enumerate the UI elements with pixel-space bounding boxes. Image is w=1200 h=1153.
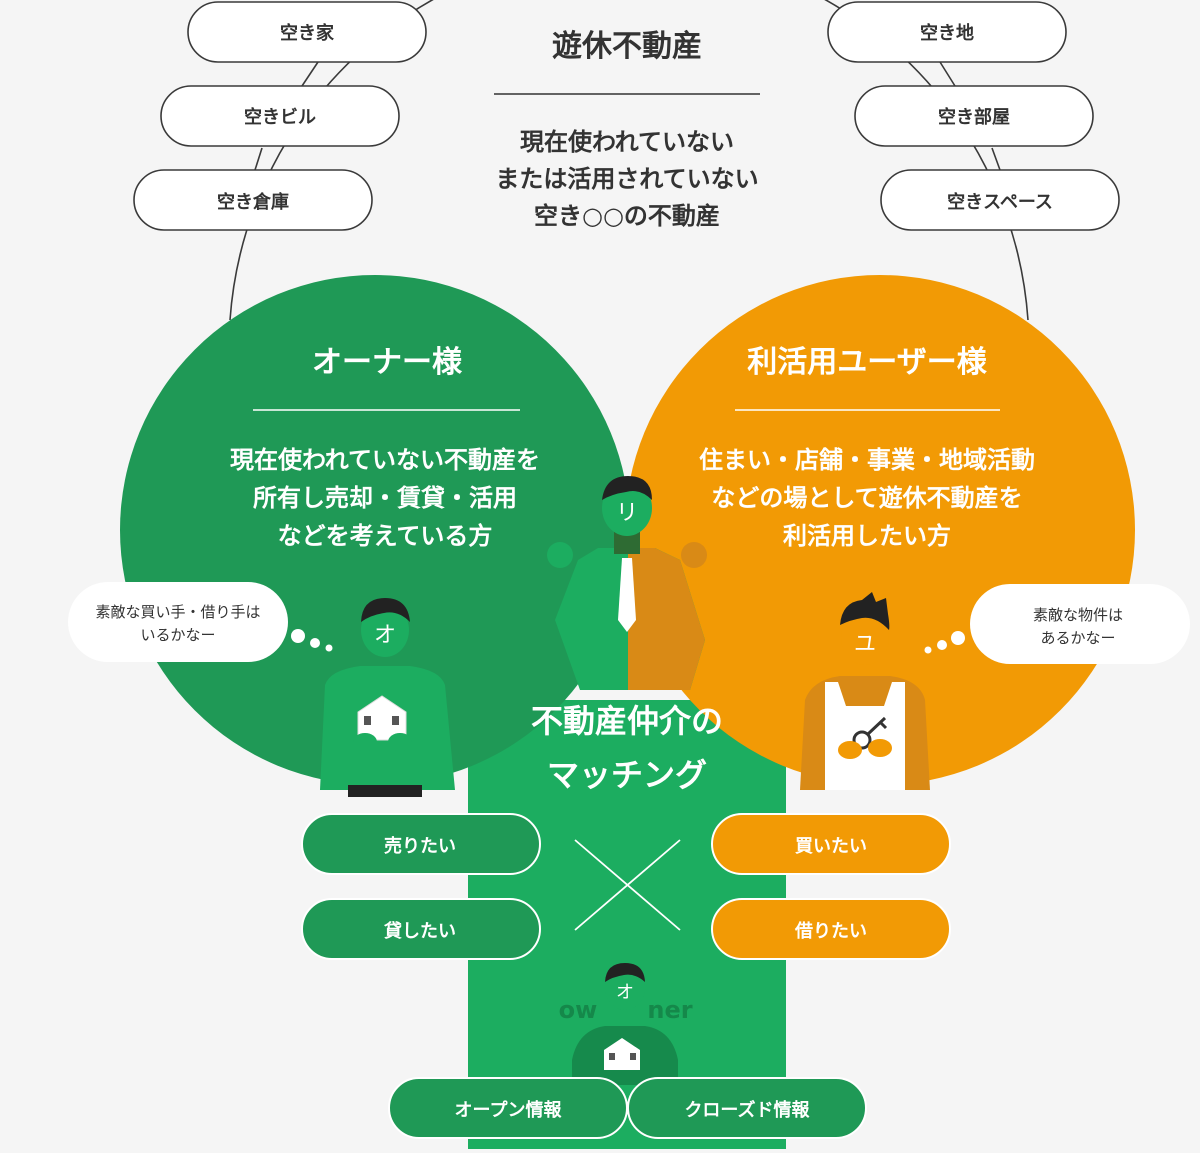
tag-label: 空き部屋 bbox=[938, 106, 1010, 128]
need-lend: 貸したい bbox=[301, 898, 541, 960]
owner-description-line: 現在使われていない不動産を bbox=[230, 446, 540, 474]
tag-akiya: 空き家 bbox=[187, 1, 427, 63]
closed-info-label: クローズド情報 bbox=[684, 1099, 810, 1121]
owner-face bbox=[361, 603, 409, 657]
need-label: 借りたい bbox=[794, 920, 867, 942]
tag-akispace: 空きスペース bbox=[880, 169, 1120, 231]
key-icon bbox=[852, 730, 872, 750]
header-description-line: 空き○○の不動産 bbox=[534, 202, 720, 230]
user-face bbox=[841, 611, 889, 665]
owner-description-line: などを考えている方 bbox=[278, 522, 493, 550]
tag-label: 空きビル bbox=[244, 106, 316, 128]
user-description-line: 住まい・店舗・事業・地域活動 bbox=[699, 446, 1035, 474]
open-info-button[interactable]: オープン情報 bbox=[388, 1077, 628, 1139]
need-label: 貸したい bbox=[384, 920, 456, 942]
logo-text-right: ner bbox=[647, 996, 692, 1024]
owner-title: オーナー様 bbox=[312, 345, 463, 380]
logo-text-left: ow bbox=[559, 996, 598, 1024]
user-thought-bubble: 素敵な物件は あるかなー bbox=[924, 584, 1190, 664]
owner-face-char: オ bbox=[374, 623, 396, 648]
user-description-line: 利活用したい方 bbox=[783, 522, 951, 550]
need-rent: 借りたい bbox=[711, 898, 951, 960]
open-info-label: オープン情報 bbox=[455, 1099, 563, 1121]
matching-title-line: マッチング bbox=[547, 756, 707, 794]
need-label: 売りたい bbox=[384, 835, 456, 857]
header-description-line: 現在使われていない bbox=[520, 128, 734, 156]
house-icon bbox=[604, 1038, 640, 1070]
tie-icon bbox=[618, 558, 636, 632]
owner-description-line: 所有し売却・賃貸・活用 bbox=[253, 484, 517, 512]
need-sell: 売りたい bbox=[301, 813, 541, 875]
owner-logo: ow ner オ bbox=[559, 963, 693, 1085]
broker-left-hand bbox=[547, 542, 573, 568]
tag-connector bbox=[301, 61, 319, 87]
owner-figure: オ bbox=[320, 598, 455, 797]
owner-thought-line: 素敵な買い手・借り手は bbox=[95, 603, 260, 621]
user-figure: ユ bbox=[800, 592, 930, 790]
user-thought-line: あるかなー bbox=[1040, 629, 1115, 647]
tag-akichi: 空き地 bbox=[827, 1, 1067, 63]
broker-hair bbox=[602, 476, 652, 500]
broker-face-char: リ bbox=[616, 501, 638, 526]
user-description-line: などの場として遊休不動産を bbox=[711, 484, 1022, 512]
tag-akiheya: 空き部屋 bbox=[854, 85, 1094, 147]
owner-hair bbox=[361, 598, 410, 622]
owner-thought-line: いるかなー bbox=[140, 626, 215, 644]
header-description-line: または活用されていない bbox=[495, 165, 758, 193]
need-buy: 買いたい bbox=[711, 813, 951, 875]
apron bbox=[825, 682, 905, 790]
tag-label: 空き地 bbox=[920, 22, 974, 44]
user-hair bbox=[840, 592, 890, 630]
need-label: 買いたい bbox=[795, 836, 867, 857]
tag-connector bbox=[939, 61, 956, 87]
closed-info-button[interactable]: クローズド情報 bbox=[627, 1077, 867, 1139]
tag-label: 空きスペース bbox=[947, 191, 1053, 213]
matching-title-line: 不動産仲介の bbox=[531, 702, 723, 740]
tag-label: 空き倉庫 bbox=[217, 191, 289, 213]
tag-label: 空き家 bbox=[280, 22, 335, 44]
tag-akisouko: 空き倉庫 bbox=[133, 169, 373, 231]
logo-face-char: オ bbox=[616, 982, 634, 1003]
user-face-char: ユ bbox=[854, 632, 876, 657]
tag-connector bbox=[254, 147, 263, 171]
broker-figure: リ bbox=[547, 476, 707, 690]
broker-right-hand bbox=[681, 542, 707, 568]
owner-thought-bubble: 素敵な買い手・借り手は いるかなー bbox=[68, 582, 333, 662]
user-title: 利活用ユーザー様 bbox=[747, 345, 987, 380]
header-title: 遊休不動産 bbox=[552, 29, 702, 64]
tag-akibiru: 空きビル bbox=[160, 85, 400, 147]
user-thought-line: 素敵な物件は bbox=[1033, 606, 1123, 624]
cross-icon bbox=[574, 839, 681, 931]
tag-connector bbox=[991, 147, 1001, 171]
